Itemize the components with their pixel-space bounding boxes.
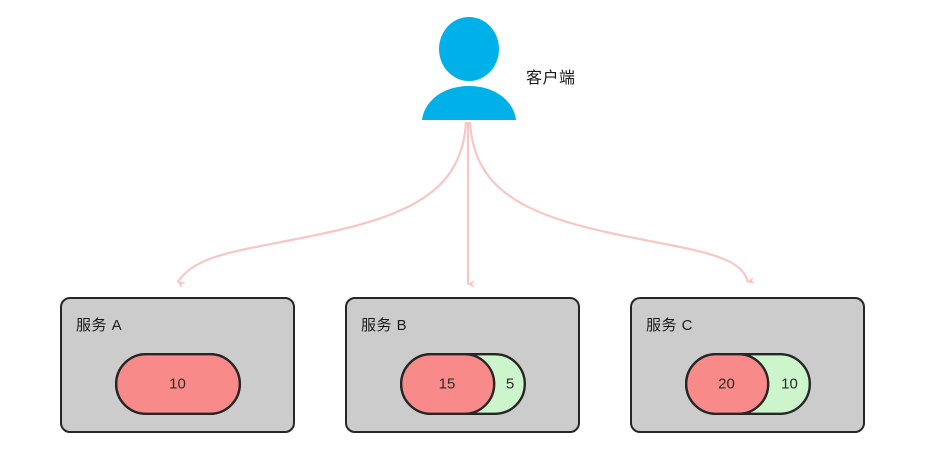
service-title-c: 服务 C xyxy=(646,317,694,334)
pool-used-label-b: 15 xyxy=(438,375,456,393)
arrow-to-service-a-path xyxy=(176,121,468,289)
service-box-b[interactable]: 服务 B 15 5 xyxy=(345,297,580,433)
arrow-to-service-c-path xyxy=(468,121,756,284)
service-title-a: 服务 A xyxy=(76,317,123,334)
service-box-a[interactable]: 服务 A 10 xyxy=(60,297,295,433)
pool-used-label-c: 20 xyxy=(718,375,735,393)
service-title-b: 服务 B xyxy=(361,317,408,334)
actor-label: 客户端 xyxy=(526,70,576,87)
pool-free-label-b: 5 xyxy=(505,375,515,393)
connection-pool-b: 15 5 xyxy=(399,353,526,415)
actor-client xyxy=(414,16,524,120)
pool-used-label-a: 10 xyxy=(169,375,186,393)
connection-pool-a: 10 xyxy=(114,353,241,415)
user-person-icon xyxy=(422,17,516,120)
service-box-c[interactable]: 服务 C 20 10 xyxy=(630,297,865,433)
pool-free-label-c: 10 xyxy=(781,375,798,393)
connection-pool-c: 20 10 xyxy=(684,353,811,415)
